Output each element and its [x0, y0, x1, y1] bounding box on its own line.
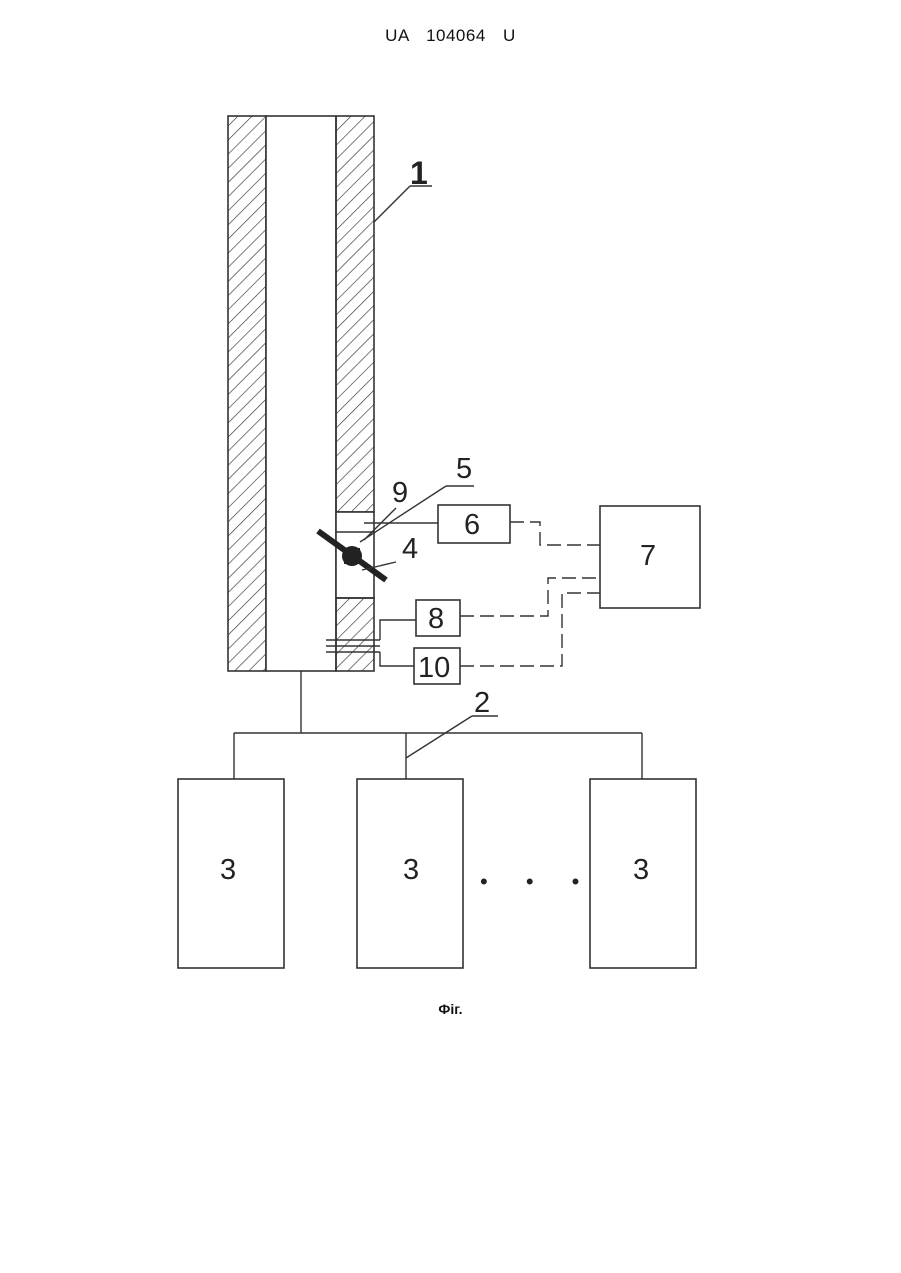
label-5: 5 — [456, 453, 472, 485]
link-6-7 — [510, 522, 600, 545]
figure-caption: Фіг. — [0, 1001, 901, 1017]
label-3-first: 3 — [220, 854, 236, 886]
label-4: 4 — [402, 533, 418, 565]
line-to-8 — [380, 620, 416, 640]
column-wall-right-lower — [336, 598, 374, 671]
label-9: 9 — [392, 477, 408, 509]
label-7: 7 — [640, 540, 656, 572]
label-8: 8 — [428, 603, 444, 635]
link-8-7 — [460, 578, 600, 616]
leader-1 — [374, 186, 410, 222]
label-6: 6 — [464, 509, 480, 541]
column-pipe — [228, 116, 374, 671]
label-2: 2 — [474, 687, 490, 719]
label-10: 10 — [418, 652, 450, 684]
column-inner — [266, 116, 336, 671]
leader-2 — [406, 716, 472, 758]
ellipsis-dots: • • • — [480, 869, 595, 894]
label-3-third: 3 — [633, 854, 649, 886]
link-10-7 — [460, 593, 600, 666]
line-to-10 — [380, 652, 414, 666]
column-wall-left — [228, 116, 266, 671]
label-1: 1 — [410, 155, 428, 191]
label-3-second: 3 — [403, 854, 419, 886]
column-wall-right-upper — [336, 116, 374, 512]
